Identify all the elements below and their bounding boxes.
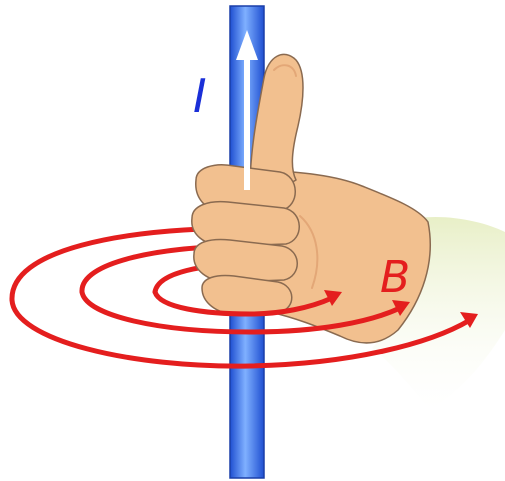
field-label: B: [380, 252, 410, 303]
current-label: I: [193, 69, 207, 123]
finger-middle: [192, 202, 299, 246]
finger-ring: [194, 240, 297, 282]
